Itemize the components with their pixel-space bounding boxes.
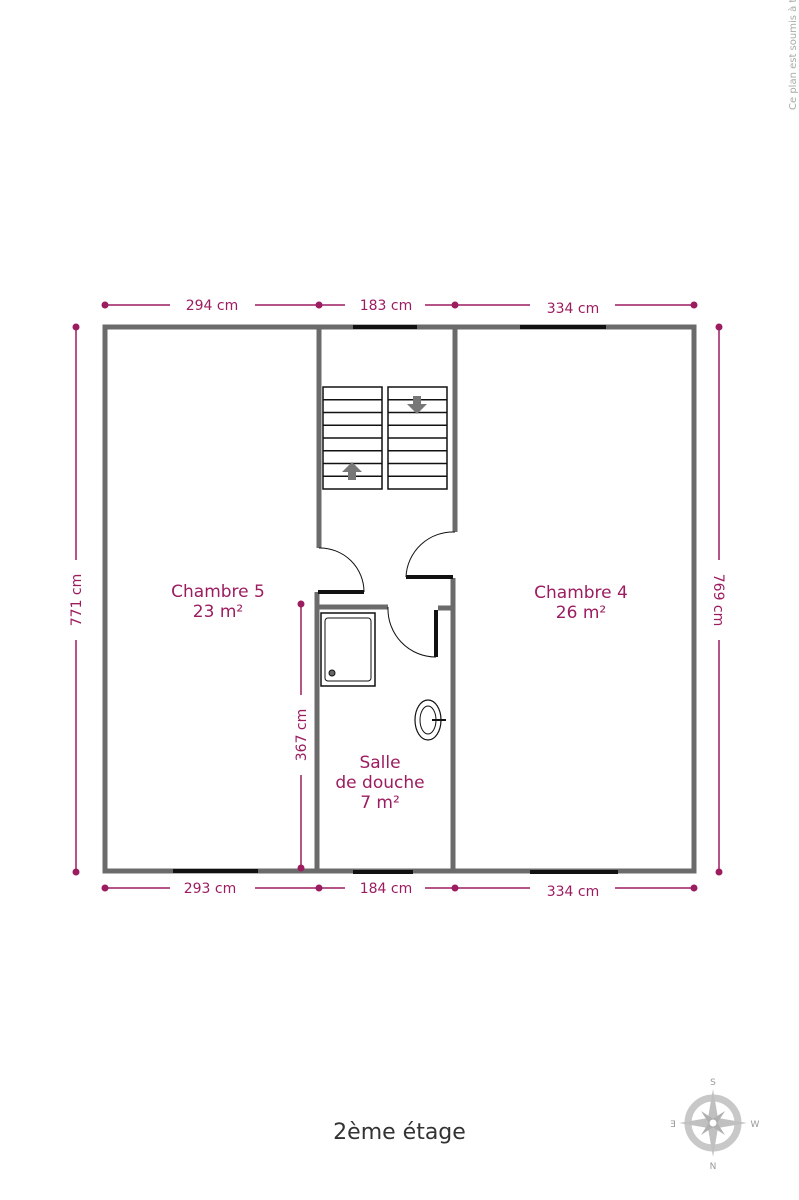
compass-south: S [710, 1078, 716, 1088]
dim-top-3: 334 cm [547, 301, 600, 317]
stairs-down-arrow-icon [407, 396, 427, 414]
dim-bottom-3: 334 cm [547, 884, 600, 900]
dim-left: 771 cm [69, 574, 85, 627]
room-name-chambre-5: Chambre 5 [171, 582, 265, 602]
compass-east: E [670, 1120, 676, 1130]
staircase [322, 386, 448, 490]
room-name-chambre-4: Chambre 4 [534, 583, 628, 603]
room-area-chambre-4: 26 m² [556, 603, 606, 623]
sink [414, 699, 446, 741]
dim-bathroom: 367 cm [294, 709, 310, 762]
dim-top-1: 294 cm [186, 298, 239, 314]
floor-label: 2ème étage [333, 1120, 466, 1145]
windows [173, 325, 618, 874]
room-area-salle: 7 m² [360, 793, 400, 813]
stairs-up-arrow-icon [342, 462, 362, 480]
dim-bottom-1: 293 cm [184, 881, 237, 897]
doors [318, 531, 456, 658]
dim-right: 769 cm [710, 574, 726, 627]
shower-tray [320, 612, 376, 687]
compass-north: N [710, 1162, 717, 1172]
room-name-salle-line2: de douche [335, 773, 424, 793]
dim-top-2: 183 cm [360, 298, 413, 314]
dim-bottom-2: 184 cm [360, 881, 413, 897]
room-area-chambre-5: 23 m² [193, 602, 243, 622]
compass-west: W [751, 1120, 760, 1130]
room-name-salle-line1: Salle [359, 753, 400, 773]
dimension-lines [72, 301, 723, 892]
disclaimer: Ce plan est soumis à titre indicatif [788, 0, 799, 110]
compass-icon: S N E W [670, 1078, 760, 1172]
